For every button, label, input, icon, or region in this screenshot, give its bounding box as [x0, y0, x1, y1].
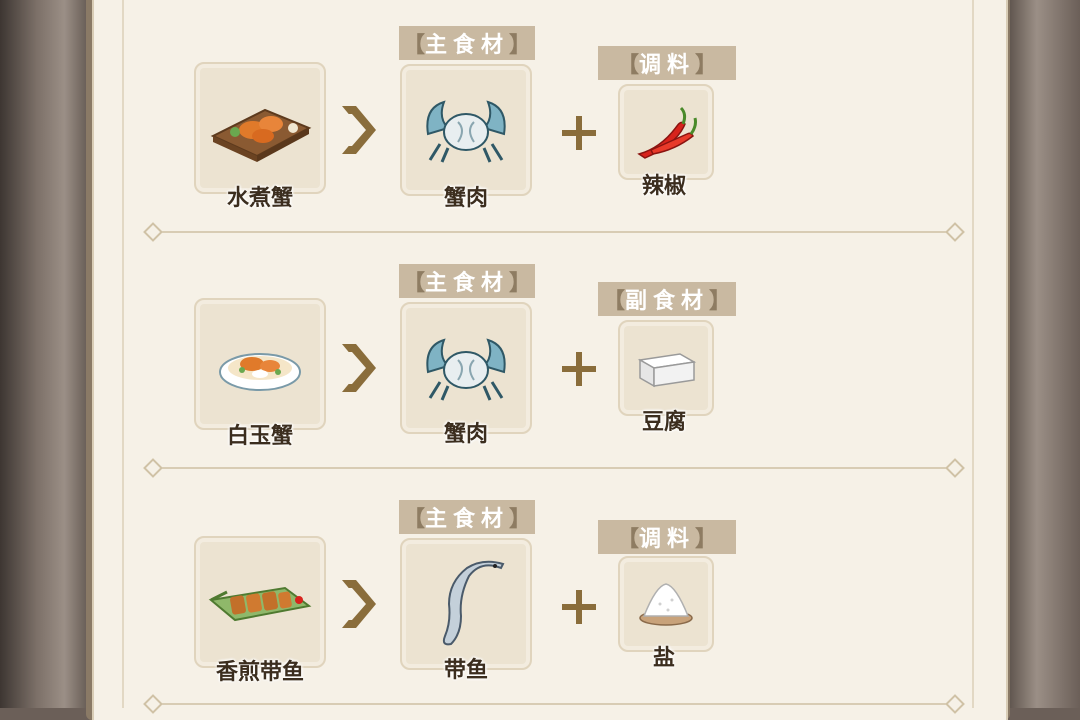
side-ingredient-tag: 【副食材】	[598, 282, 736, 316]
dish-card[interactable]	[194, 62, 326, 194]
chevron-right-icon	[342, 344, 376, 392]
chevron-right-icon	[342, 580, 376, 628]
row-divider	[143, 694, 965, 714]
plus-icon	[562, 590, 596, 624]
background-right	[1008, 0, 1080, 708]
main-ingredient-tag: 【主食材】	[399, 26, 535, 60]
dish-card[interactable]	[194, 298, 326, 430]
fried-hairtail-icon	[196, 538, 324, 666]
boiled-crab-icon	[196, 64, 324, 192]
hairtail-fish-icon	[402, 540, 530, 668]
main-ingredient-tag: 【主食材】	[399, 500, 535, 534]
main-ingredient-card[interactable]	[400, 64, 532, 196]
main-ingredient-name: 蟹肉	[443, 422, 488, 447]
tofu-icon	[620, 322, 712, 414]
white-jade-crab-icon	[196, 300, 324, 428]
side-ingredient-name: 盐	[652, 646, 675, 671]
side-ingredient-name: 豆腐	[641, 410, 686, 435]
main-ingredient-card[interactable]	[400, 302, 532, 434]
chili-pepper-icon	[620, 86, 712, 178]
side-ingredient-name: 辣椒	[641, 174, 686, 199]
row-divider	[143, 458, 965, 478]
main-ingredient-card[interactable]	[400, 538, 532, 670]
plus-icon	[562, 116, 596, 150]
background-left	[0, 0, 92, 708]
chevron-right-icon	[342, 106, 376, 154]
side-ingredient-tag: 【调料】	[598, 520, 736, 554]
row-divider	[143, 222, 965, 242]
salt-icon	[620, 558, 712, 650]
side-ingredient-card[interactable]	[618, 84, 714, 180]
main-ingredient-name: 带鱼	[443, 658, 488, 683]
dish-card[interactable]	[194, 536, 326, 668]
crab-meat-icon	[402, 66, 530, 194]
dish-name: 水煮蟹	[226, 186, 293, 211]
side-ingredient-tag: 【调料】	[598, 46, 736, 80]
main-ingredient-name: 蟹肉	[443, 186, 488, 211]
crab-meat-icon	[402, 304, 530, 432]
dish-name: 香煎带鱼	[215, 660, 304, 685]
plus-icon	[562, 352, 596, 386]
panel-border	[122, 0, 974, 708]
main-ingredient-tag: 【主食材】	[399, 264, 535, 298]
side-ingredient-card[interactable]	[618, 320, 714, 416]
side-ingredient-card[interactable]	[618, 556, 714, 652]
dish-name: 白玉蟹	[226, 424, 293, 449]
